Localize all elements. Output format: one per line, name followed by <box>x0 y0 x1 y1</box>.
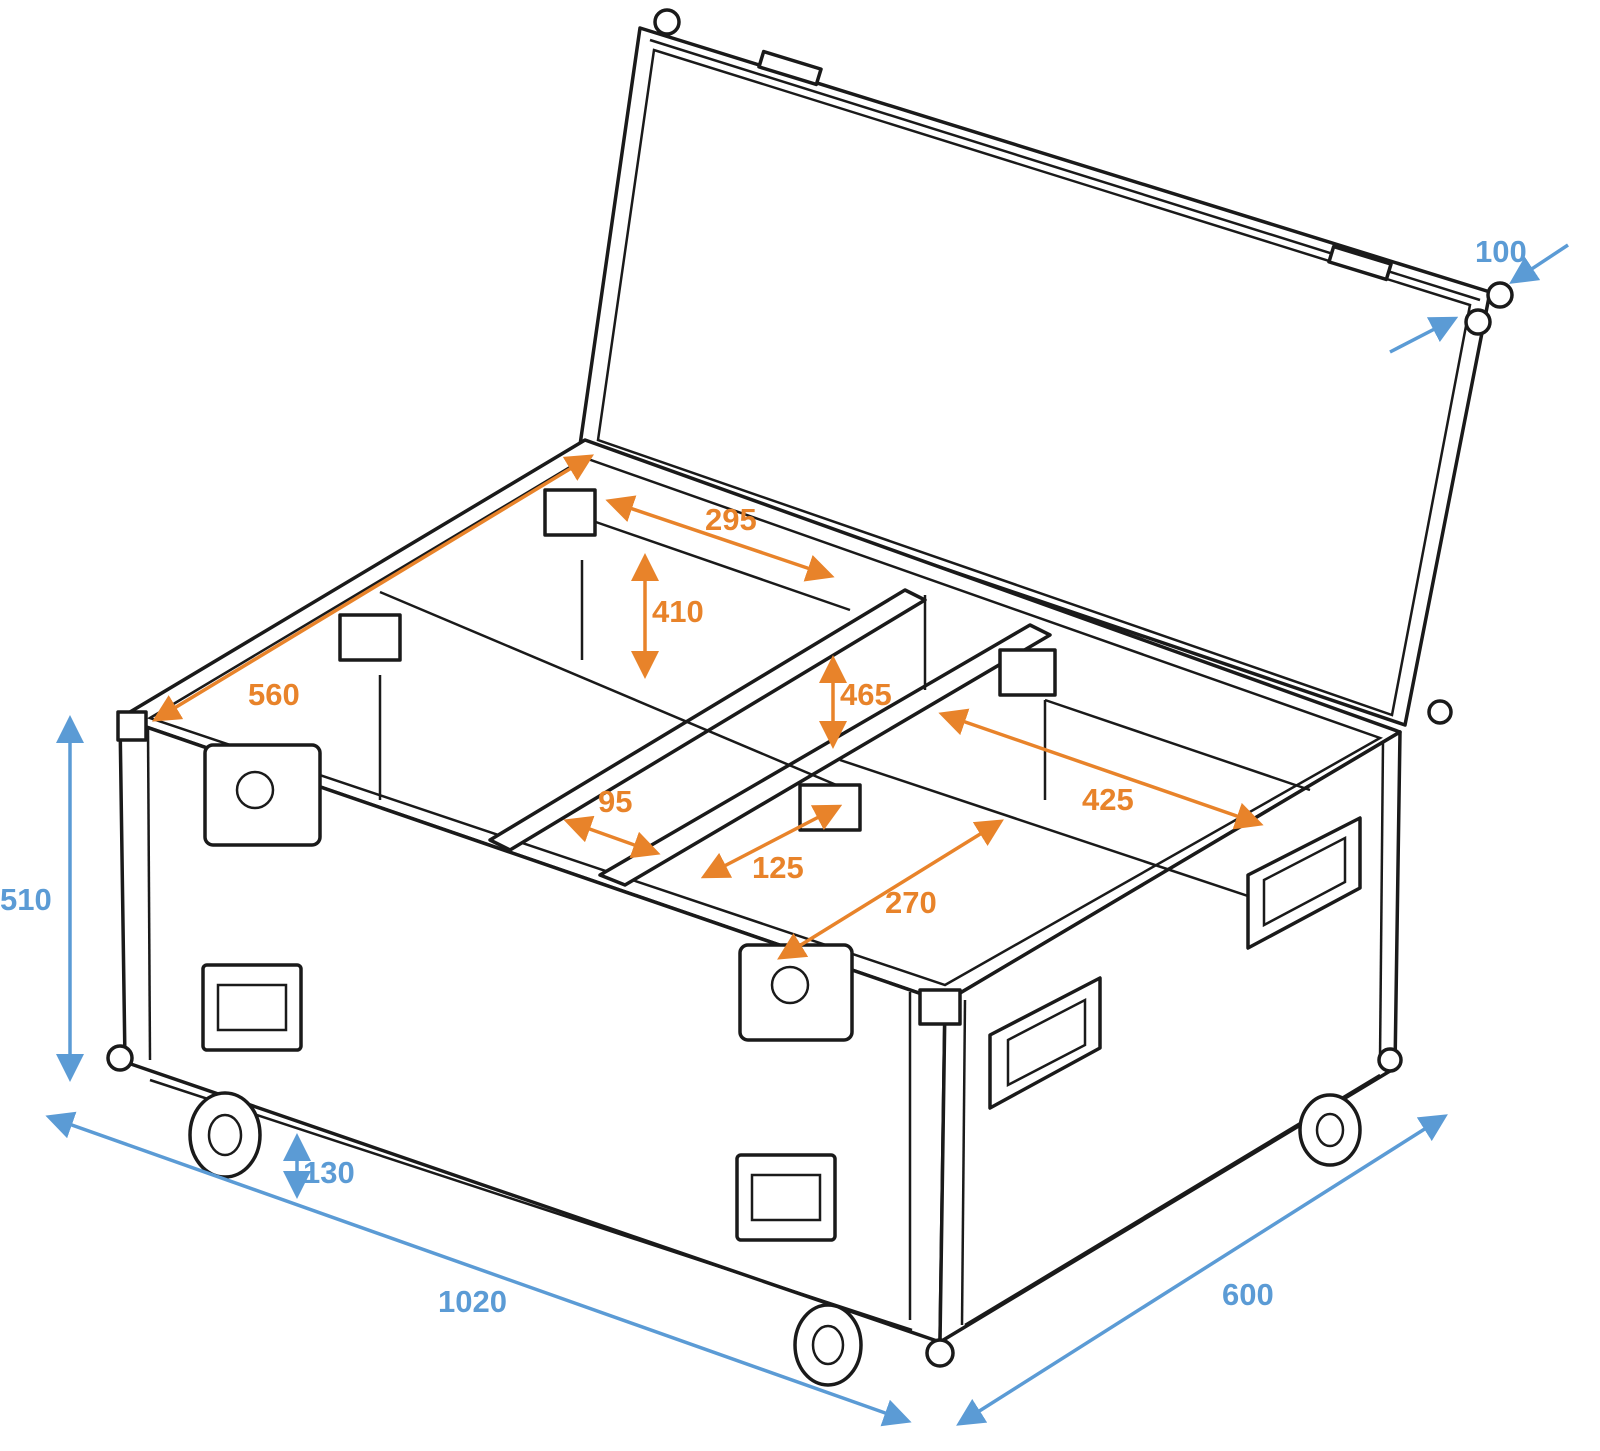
corner-ball <box>106 1044 134 1072</box>
dim-divider-height: 465 <box>840 677 892 712</box>
corner-ball <box>653 8 681 36</box>
corner-bracket <box>918 988 962 1026</box>
dim-compartment-c-width: 125 <box>752 850 804 885</box>
front-latch <box>203 743 322 847</box>
dim-interior-length: 560 <box>248 677 300 712</box>
castor-wheel <box>188 1091 262 1179</box>
latch-lock-icon <box>770 965 810 1005</box>
corner-bracket <box>116 710 148 742</box>
dim-compartment-a-width: 295 <box>705 502 757 537</box>
corner-ball <box>1464 308 1492 336</box>
dim-divider-width: 95 <box>598 784 632 819</box>
dim-compartment-a-height: 410 <box>652 594 704 629</box>
inner-dimension-lines <box>152 454 1264 960</box>
corner-ball <box>1427 699 1453 725</box>
dim-length: 1020 <box>438 1284 507 1319</box>
latch-lock-icon <box>235 770 275 810</box>
dim-compartment-b-width: 425 <box>1082 782 1134 817</box>
dim-lid-depth: 100 <box>1475 234 1527 269</box>
front-latch <box>738 943 854 1042</box>
corner-ball <box>925 1338 955 1368</box>
dim-wheel-height: 130 <box>303 1155 355 1190</box>
case-lid <box>578 8 1514 727</box>
castor-wheel <box>793 1303 863 1387</box>
dim-compartment-d-width: 270 <box>885 885 937 920</box>
dim-width: 600 <box>1222 1277 1274 1312</box>
foam-block <box>998 648 1057 697</box>
lid-latch <box>1327 244 1393 282</box>
dim-height: 510 <box>0 882 52 917</box>
side-handle <box>1246 816 1362 950</box>
outer-dimension-lines <box>45 243 1569 1427</box>
foam-block <box>338 613 402 662</box>
foam-block <box>543 488 597 537</box>
lid-latch <box>757 49 823 87</box>
corner-ball <box>1486 281 1514 309</box>
corner-ball <box>1377 1047 1403 1073</box>
castor-wheel <box>1298 1093 1362 1167</box>
side-handle <box>988 976 1102 1110</box>
